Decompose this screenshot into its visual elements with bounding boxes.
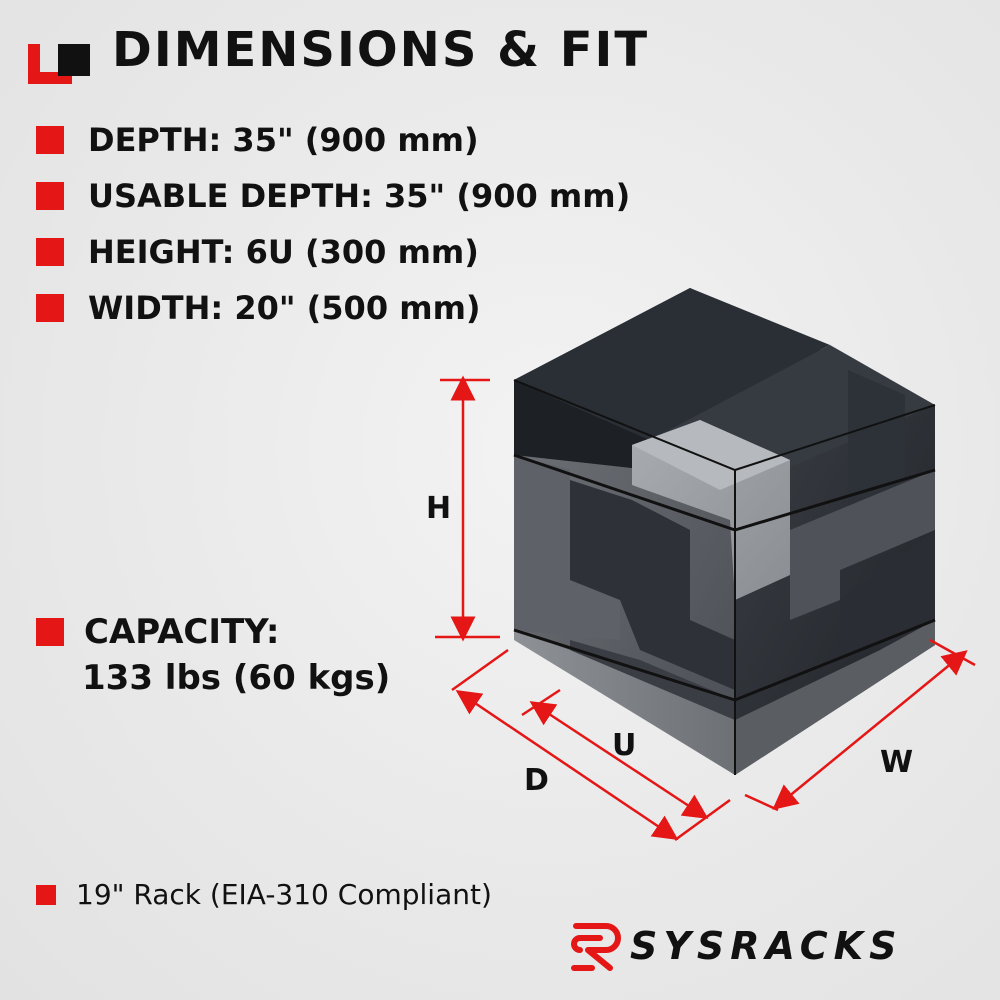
rack-note: 19" Rack (EIA-310 Compliant) — [36, 878, 492, 911]
rack-note-text: 19" Rack (EIA-310 Compliant) — [76, 878, 492, 911]
spec-text: WIDTH: 20" (500 mm) — [88, 289, 481, 327]
sysracks-logo-icon — [571, 923, 621, 971]
dimension-label-h: H — [426, 491, 451, 526]
corner-bracket-icon — [28, 40, 90, 88]
spec-item-height: HEIGHT: 6U (300 mm) — [36, 224, 630, 280]
spec-list: DEPTH: 35" (900 mm) USABLE DEPTH: 35" (9… — [36, 112, 630, 336]
dimension-label-u: U — [612, 728, 636, 763]
square-bullet-icon — [36, 618, 64, 646]
dimension-lines — [435, 375, 976, 842]
cube-body — [513, 288, 936, 775]
spec-item-width: WIDTH: 20" (500 mm) — [36, 280, 630, 336]
spec-text: USABLE DEPTH: 35" (900 mm) — [88, 177, 631, 215]
square-bullet-icon — [36, 294, 64, 322]
spec-item-usable-depth: USABLE DEPTH: 35" (900 mm) — [36, 168, 630, 224]
capacity-label: CAPACITY: — [84, 612, 280, 652]
capacity-value: 133 lbs (60 kgs) — [82, 658, 391, 698]
spec-item-depth: DEPTH: 35" (900 mm) — [36, 112, 630, 168]
capacity-block: CAPACITY: 133 lbs (60 kgs) — [36, 612, 390, 698]
square-bullet-icon — [36, 126, 64, 154]
square-bullet-icon — [36, 238, 64, 266]
spec-text: HEIGHT: 6U (300 mm) — [88, 233, 479, 271]
page-title: DIMENSIONS & FIT — [112, 22, 650, 78]
dimension-label-w: W — [880, 745, 913, 780]
brand-name: SYSRACKS — [630, 924, 903, 968]
brand-logo: SYSRACKS — [566, 918, 902, 974]
spec-text: DEPTH: 35" (900 mm) — [88, 121, 479, 159]
square-bullet-icon — [36, 182, 64, 210]
square-bullet-icon — [36, 884, 56, 905]
dimension-label-d: D — [524, 763, 549, 798]
